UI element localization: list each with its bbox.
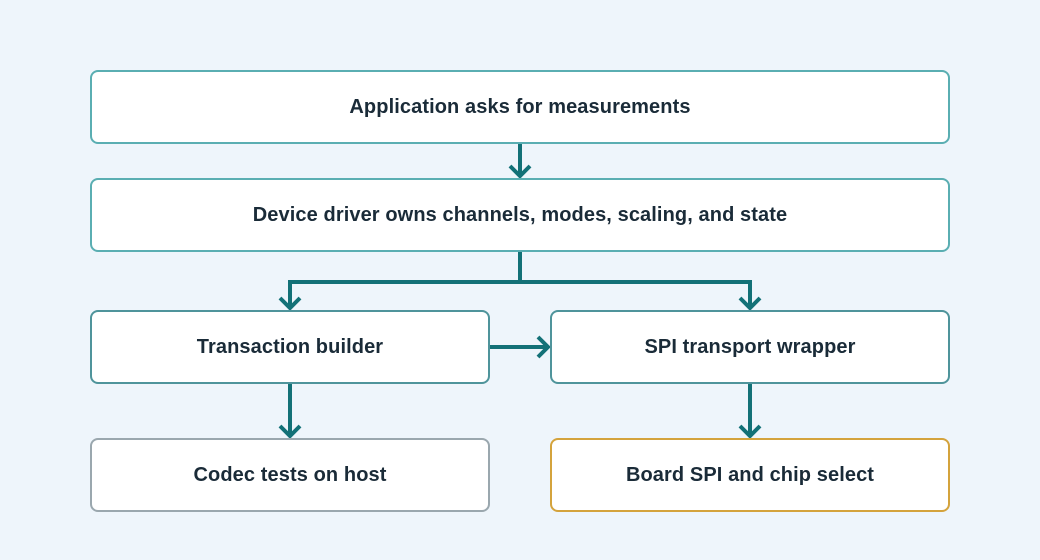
node-board-spi: Board SPI and chip select (550, 438, 950, 512)
arrowhead-transaction-to-spi (536, 335, 551, 359)
node-application: Application asks for measurements (90, 70, 950, 144)
node-spi-transport-wrapper: SPI transport wrapper (550, 310, 950, 384)
node-transaction-builder-label: Transaction builder (196, 335, 384, 358)
node-codec-tests: Codec tests on host (90, 438, 490, 512)
node-codec-tests-label: Codec tests on host (193, 463, 387, 486)
node-spi-transport-wrapper-label: SPI transport wrapper (644, 335, 856, 358)
node-board-spi-label: Board SPI and chip select (625, 463, 875, 486)
arrowhead-transaction-to-codec (278, 424, 302, 439)
arrowhead-spi-to-board (738, 424, 762, 439)
node-device-driver: Device driver owns channels, modes, scal… (90, 178, 950, 252)
arrowhead-to-transaction (278, 296, 302, 311)
arrowhead-to-spi-wrapper (738, 296, 762, 311)
arrowhead-application-to-driver (508, 164, 532, 179)
node-application-label: Application asks for measurements (349, 95, 691, 118)
node-transaction-builder: Transaction builder (90, 310, 490, 384)
node-device-driver-label: Device driver owns channels, modes, scal… (252, 203, 788, 226)
